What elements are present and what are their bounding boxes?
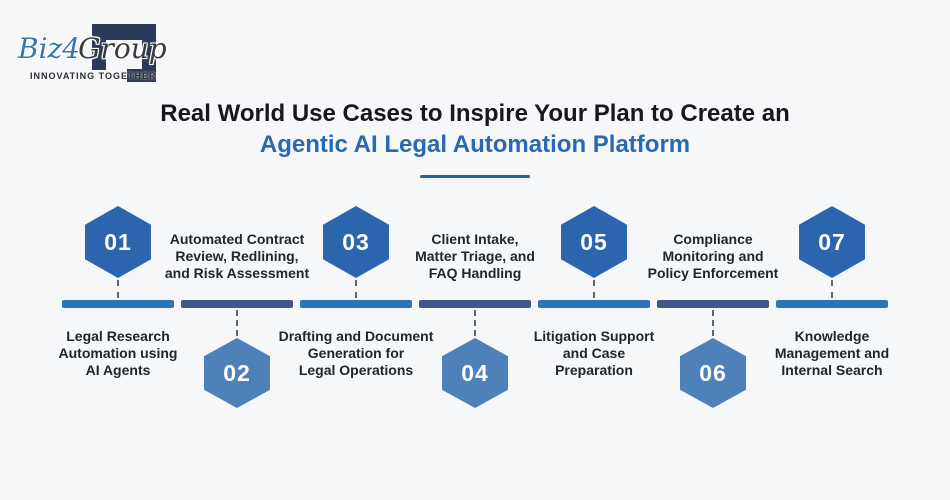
timeline-bar-segment-6 xyxy=(657,300,769,308)
brand-logo: Biz4Group INNOVATING TOGETHER xyxy=(0,0,200,100)
hexagon-number: 06 xyxy=(699,359,727,386)
timeline-bar-segment-2 xyxy=(181,300,293,308)
brand-name-dark: Group xyxy=(78,32,167,65)
connector-line xyxy=(474,310,476,336)
connector-line xyxy=(593,280,595,298)
timeline-bar-segment-7 xyxy=(776,300,888,308)
page-title-accent: Agentic AI Legal Automation Platform xyxy=(259,131,691,158)
use-case-label-05: Litigation Support and Case Preparation xyxy=(533,328,655,378)
hexagon-03: 03 xyxy=(323,206,389,278)
connector-line xyxy=(831,280,833,298)
brand-tagline: INNOVATING TOGETHER xyxy=(30,71,157,81)
logo-bracket-icon xyxy=(142,24,156,82)
hexagon-number: 03 xyxy=(342,228,370,255)
brand-name: Biz4Group xyxy=(18,34,167,64)
hexagon-01: 01 xyxy=(85,206,151,278)
connector-line xyxy=(236,310,238,336)
hexagon-number: 07 xyxy=(818,228,846,255)
timeline-bar-segment-3 xyxy=(300,300,412,308)
use-case-label-01: Legal Research Automation using AI Agent… xyxy=(58,328,178,378)
hexagon-number: 01 xyxy=(104,228,132,255)
timeline-bar-segment-1 xyxy=(62,300,174,308)
timeline-bar-segment-5 xyxy=(538,300,650,308)
hexagon-02: 02 xyxy=(204,338,270,408)
page-title: Real World Use Cases to Inspire Your Pla… xyxy=(160,100,790,127)
hexagon-number: 04 xyxy=(461,359,489,386)
brand-name-digit: 4 xyxy=(62,32,80,65)
use-case-label-02: Automated Contract Review, Redlining, an… xyxy=(164,231,310,281)
hexagon-number: 02 xyxy=(223,359,251,386)
hexagon-04: 04 xyxy=(442,338,508,408)
use-case-label-04: Client Intake, Matter Triage, and FAQ Ha… xyxy=(415,231,535,281)
connector-line xyxy=(355,280,357,298)
logo-bracket-icon xyxy=(127,69,156,82)
hexagon-number: 05 xyxy=(580,228,608,255)
hexagon-05: 05 xyxy=(561,206,627,278)
use-case-label-03: Drafting and Document Generation for Leg… xyxy=(278,328,434,378)
hexagon-06: 06 xyxy=(680,338,746,408)
hexagon-07: 07 xyxy=(799,206,865,278)
title-underline xyxy=(420,175,530,178)
use-case-label-06: Compliance Monitoring and Policy Enforce… xyxy=(647,231,779,281)
logo-bracket-icon xyxy=(92,24,156,40)
use-case-label-07: Knowledge Management and Internal Search xyxy=(774,328,890,378)
logo-bracket-icon xyxy=(92,24,106,70)
timeline-bar-segment-4 xyxy=(419,300,531,308)
connector-line xyxy=(712,310,714,336)
brand-name-blue: Biz xyxy=(18,32,63,65)
connector-line xyxy=(117,280,119,298)
